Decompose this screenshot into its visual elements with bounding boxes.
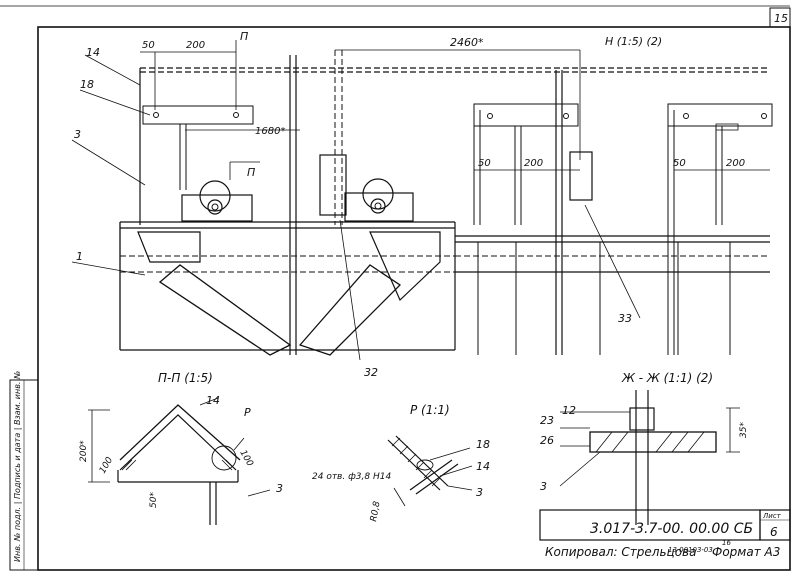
title-block: 3.017-3.7-00. 00.00 СБ Лист 6 Копировал:… [539,509,791,559]
sheet-value: 6 [770,525,778,539]
main-view [71,40,773,361]
section-mark-mid: П [247,166,255,179]
section-pp-title: П-П (1:5) [158,371,213,385]
dim-200-mid: 200 [524,158,543,169]
view-title-n: Н (1:5) (2) [605,35,662,48]
detail-p-holes: 24 отв. ф3,8 Н14 [312,472,391,482]
dim-200-top: 200 [186,40,205,51]
section-pp-callout-p: Р [244,406,251,419]
bearing-unit-left [181,180,253,222]
section-mark-top: П [240,30,248,43]
detail-p-callout-3: 3 [476,486,483,499]
section-pp-callout-3: 3 [276,482,283,495]
section-zhzh-callout-23: 23 [540,414,554,427]
callout-18: 18 [80,78,94,91]
dim-2460: 2460* [450,36,484,49]
detail-p [387,435,473,507]
section-pp-dim-100-left: 100 [98,455,115,475]
page-number: 15 [774,12,788,25]
format-small: 16 [722,539,731,547]
stamp-code: 13 00103-03 [668,546,713,554]
section-zhzh-callout-3: 3 [540,480,547,493]
doc-number: 3.017-3.7-00. 00.00 СБ [590,521,753,537]
section-pp-dim-100-right: 100 [237,449,254,469]
format-label: Формат А3 [712,545,780,559]
detail-p-title: Р (1:1) [410,403,450,417]
dim-50-mid: 50 [478,158,491,169]
section-pp-dim-50: 50* [149,492,159,508]
callout-14: 14 [86,46,100,59]
sheet-label: Лист [762,512,782,520]
bearing-unit-right [344,178,414,222]
detail-p-callout-14: 14 [476,460,490,473]
section-zhzh [559,390,740,525]
callout-33: 33 [618,312,632,325]
dim-50-right: 50 [673,158,686,169]
callout-32: 32 [364,366,378,379]
copied-by: Копировал: Стрельцова [545,545,696,559]
side-stamp-text: Инв. № подл. | Подпись и дата | Взам. ин… [13,371,22,562]
detail-p-radius: R0,8 [369,500,382,522]
section-zhzh-title: Ж - Ж (1:1) (2) [621,371,713,385]
section-pp [88,397,271,525]
dim-1680: 1680* [255,126,285,137]
section-pp-callout-14: 14 [206,394,220,407]
dim-200-right: 200 [726,158,745,169]
detail-p-callout-18: 18 [476,438,490,451]
callout-3: 3 [74,128,81,141]
page-number-box [769,7,791,28]
callout-1: 1 [76,250,83,263]
section-zhzh-callout-26: 26 [540,434,554,447]
dim-50-top: 50 [142,40,155,51]
section-pp-dim-200: 200* [79,440,89,462]
section-zhzh-callout-12: 12 [562,404,576,417]
section-zhzh-dim-35: 35* [739,422,749,438]
drawing-frame [37,26,791,571]
side-stamp: Инв. № подл. | Подпись и дата | Взам. ин… [9,371,39,571]
